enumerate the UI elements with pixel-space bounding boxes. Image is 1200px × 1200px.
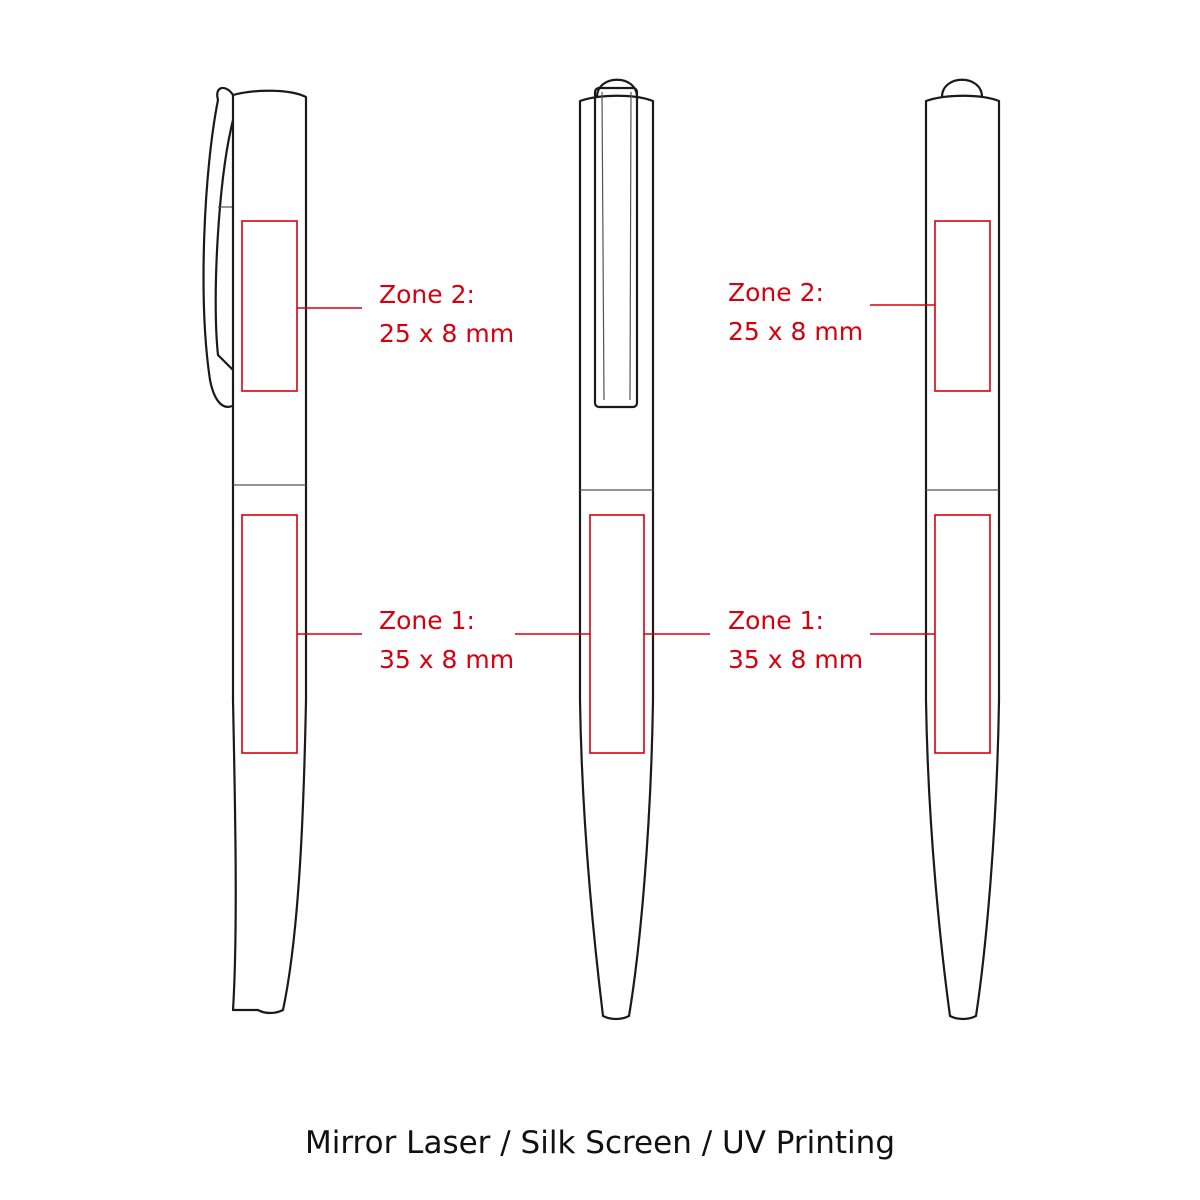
- zone-2-size: 25 x 8 mm: [728, 317, 863, 346]
- pen-clip-inner: [214, 119, 235, 371]
- zone-1-title: Zone 1:: [728, 606, 824, 635]
- print-zone-2: [241, 220, 298, 392]
- pen-front-view: [515, 78, 710, 1021]
- caption: Mirror Laser / Silk Screen / UV Printing: [305, 1125, 895, 1161]
- print-zone-1: [241, 514, 298, 754]
- pen-clip: [202, 86, 234, 408]
- zone-1-title: Zone 1:: [379, 606, 475, 635]
- pen-body: [578, 94, 655, 1021]
- clip-detail-line: [629, 91, 632, 401]
- print-zone-1: [934, 514, 991, 754]
- clip-detail-line: [601, 91, 605, 401]
- zone-2-title: Zone 2:: [728, 278, 824, 307]
- pen-side-view: [202, 86, 362, 1015]
- pen-clip: [593, 86, 639, 409]
- print-zone-2: [934, 220, 991, 392]
- zone-2-title: Zone 2:: [379, 280, 475, 309]
- zone-1-size: 35 x 8 mm: [379, 645, 514, 674]
- pen-back-view: [870, 78, 1001, 1021]
- pen-top-dome: [940, 78, 984, 98]
- zone-2-size: 25 x 8 mm: [379, 319, 514, 348]
- pen-body: [924, 94, 1001, 1021]
- print-zone-1: [589, 514, 645, 754]
- pen-body: [231, 89, 308, 1015]
- zone-1-size: 35 x 8 mm: [728, 645, 863, 674]
